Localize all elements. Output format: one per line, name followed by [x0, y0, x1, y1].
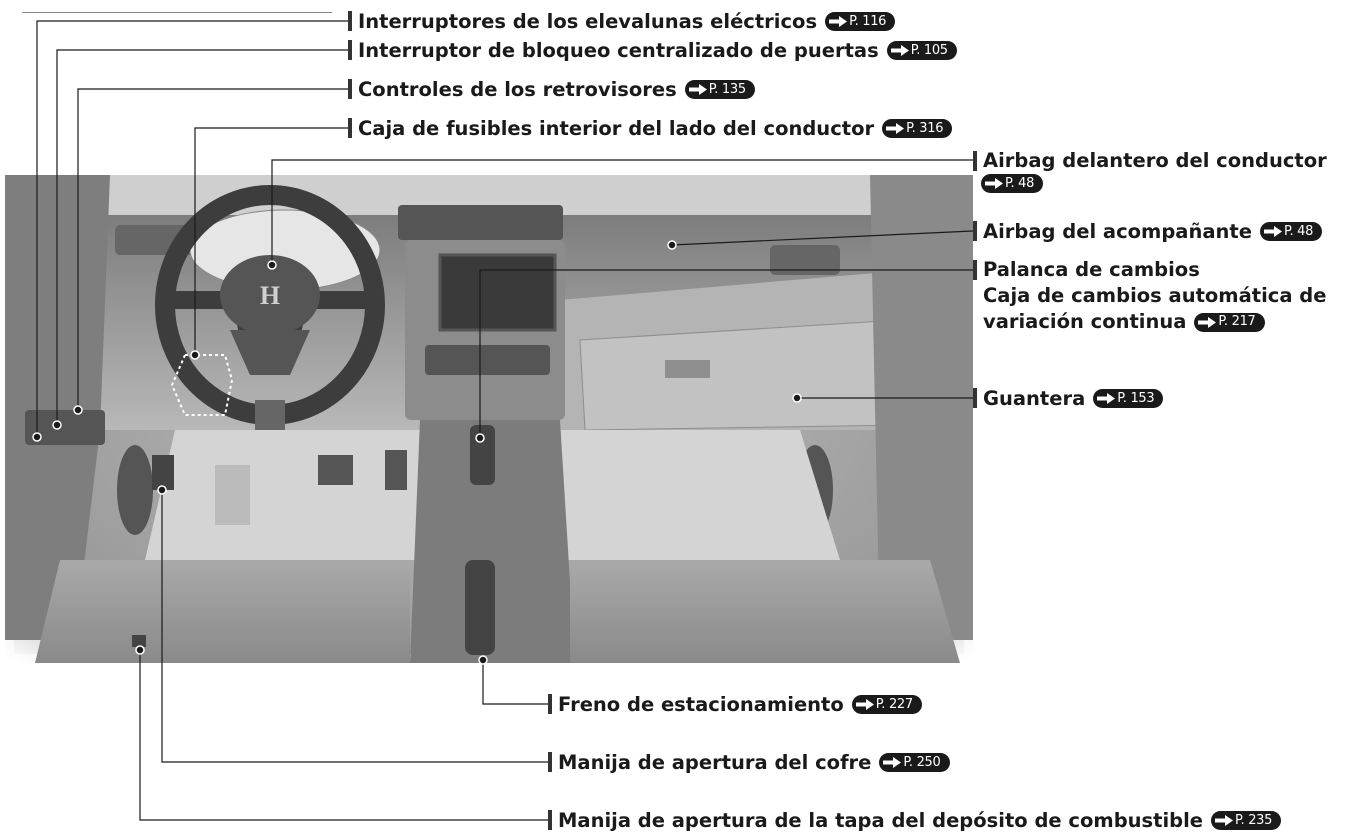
callout-bar	[973, 221, 977, 241]
callout-label: Guantera	[983, 386, 1086, 410]
top-rule	[22, 12, 332, 13]
page-reference-link[interactable]: P. 217	[1194, 312, 1265, 332]
callout-fuel-door-release: Manija de apertura de la tapa del depósi…	[548, 807, 1282, 833]
callout-label-line: Airbag delantero del conductor	[983, 149, 1327, 172]
passenger-seat	[570, 560, 960, 663]
page-reference-link[interactable]: P. 316	[882, 118, 953, 138]
center-console	[410, 420, 575, 663]
arrow-right-icon	[890, 44, 909, 56]
leader-dots	[32, 240, 802, 665]
callout-bar	[973, 151, 977, 171]
callout-row: P. 48	[973, 174, 1044, 193]
passenger-door-panel	[870, 175, 973, 640]
arrow-right-icon	[886, 122, 905, 134]
callout-bar	[973, 388, 977, 408]
hood-release-handle	[152, 455, 174, 490]
brake-pedal	[318, 455, 353, 485]
climate-panel	[425, 345, 550, 375]
callout-mirror-controls: Controles de los retrovisores P. 135	[348, 76, 755, 102]
callout-row: variación continua P. 217	[973, 309, 1265, 335]
callout-label-line: Caja de cambios automática de	[983, 284, 1327, 307]
arrow-right-icon	[985, 178, 1003, 189]
accelerator-pedal	[385, 450, 407, 490]
arrow-right-icon	[829, 15, 848, 27]
callout-passenger-airbag: Airbag del acompañante P. 48	[973, 218, 1323, 244]
leader-lines	[36, 20, 974, 821]
callout-parking-brake: Freno de estacionamiento P. 227	[548, 691, 922, 717]
arrow-right-icon	[855, 698, 874, 710]
callout-label: Manija de apertura del cofre	[558, 750, 872, 774]
center-screen-display	[438, 253, 557, 332]
callout-glovebox: Guantera P. 153	[973, 385, 1164, 411]
page-reference-link[interactable]: P. 135	[684, 79, 755, 99]
callout-bar	[348, 79, 352, 99]
callout-label: Freno de estacionamiento	[558, 692, 844, 716]
arrow-right-icon	[1263, 225, 1282, 237]
callout-row: Palanca de cambios	[973, 257, 1200, 283]
callout-label-line: variación continua	[983, 310, 1187, 333]
callout-label: Interruptor de bloqueo centralizado de p…	[358, 38, 879, 62]
right-vent	[770, 245, 840, 275]
driver-speaker	[117, 445, 153, 535]
footrest	[215, 465, 250, 525]
callout-central-lock: Interruptor de bloqueo centralizado de p…	[348, 37, 957, 63]
callout-bar	[548, 694, 552, 714]
callout-power-windows: Interruptores de los elevalunas eléctric…	[348, 8, 896, 34]
page-reference-link[interactable]: P. 250	[879, 752, 950, 772]
driver-seat	[35, 560, 410, 663]
page-reference-link[interactable]: P. 48	[981, 174, 1044, 193]
glovebox-outline	[579, 319, 911, 431]
callout-fuse-box: Caja de fusibles interior del lado del c…	[348, 115, 953, 141]
window-switch-panel	[25, 410, 105, 445]
page-reference-link[interactable]: P. 235	[1211, 810, 1282, 830]
callout-bar	[548, 752, 552, 772]
callout-label: Caja de fusibles interior del lado del c…	[358, 116, 875, 140]
fuse-box-outline	[170, 354, 234, 416]
honda-logo: H	[260, 281, 280, 310]
callout-bar	[348, 11, 352, 31]
callout-bar	[348, 118, 352, 138]
arrow-right-icon	[1215, 814, 1234, 826]
callout-row: Caja de cambios automática de	[973, 283, 1326, 309]
callout-label-line: Palanca de cambios	[983, 258, 1200, 281]
fuel-door-handle	[132, 635, 146, 647]
callout-bar	[548, 810, 552, 830]
glovebox-handle	[665, 360, 710, 378]
callout-label: Manija de apertura de la tapa del depósi…	[558, 808, 1204, 832]
parking-brake-lever	[465, 560, 495, 655]
steering-wheel	[155, 185, 385, 425]
arrow-right-icon	[688, 83, 707, 95]
page-reference-link[interactable]: P. 153	[1093, 388, 1164, 408]
callout-label: Interruptores de los elevalunas eléctric…	[358, 9, 818, 33]
callout-label: Controles de los retrovisores	[358, 77, 677, 101]
callout-shift-lever: Palanca de cambios Caja de cambios autom…	[973, 257, 1326, 335]
center-vents	[398, 205, 563, 240]
callout-row: Airbag delantero del conductor	[973, 148, 1327, 174]
callout-hood-release: Manija de apertura del cofre P. 250	[548, 749, 950, 775]
page-reference-link[interactable]: P. 116	[825, 11, 896, 31]
callout-label: Airbag del acompañante	[983, 219, 1252, 243]
page-reference-link[interactable]: P. 48	[1259, 221, 1323, 241]
callout-driver-airbag: Airbag delantero del conductor P. 48	[973, 148, 1327, 193]
page-reference-link[interactable]: P. 227	[851, 694, 922, 714]
callout-bar	[348, 40, 352, 60]
arrow-right-icon	[1097, 392, 1116, 404]
page-reference-link[interactable]: P. 105	[886, 40, 957, 60]
arrow-right-icon	[883, 756, 902, 768]
callout-bar	[973, 260, 977, 280]
arrow-right-icon	[1198, 316, 1217, 328]
